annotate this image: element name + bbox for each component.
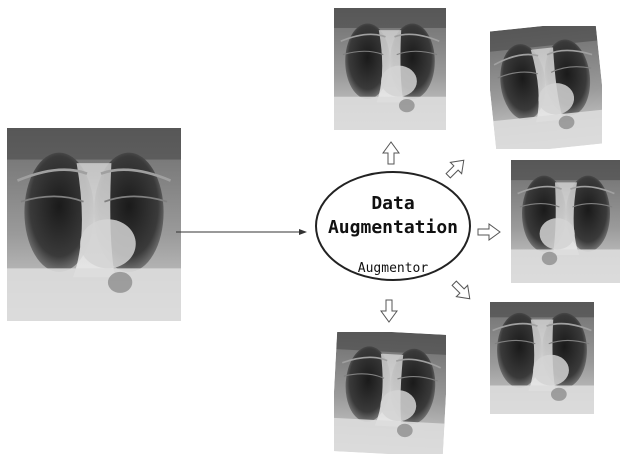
arrow-down-icon (381, 300, 397, 322)
arrow-up-right-icon (443, 155, 470, 182)
arrow-right-icon (478, 224, 500, 240)
arrow-down-right-icon (449, 278, 476, 305)
input-arrowhead (299, 229, 307, 235)
ellipse-title-line1: Data (371, 193, 414, 214)
ellipse-title-line2: Augmentation (328, 217, 458, 238)
ellipse-subtitle: Augmentor (358, 261, 429, 276)
arrow-up-icon (383, 142, 399, 164)
